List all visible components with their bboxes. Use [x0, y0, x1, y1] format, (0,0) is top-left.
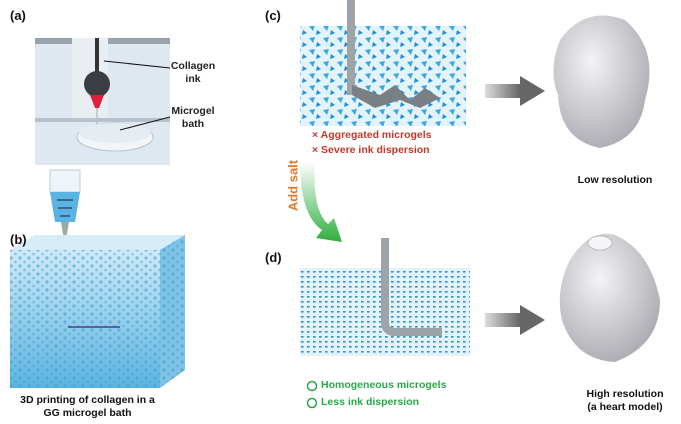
arrow-d	[485, 313, 520, 327]
benefit-less-dispersion: Less ink dispersion	[321, 396, 420, 408]
syringe	[49, 169, 81, 240]
caption-line: 3D printing of collagen in a	[20, 394, 155, 406]
caption-line: (a heart model)	[587, 401, 663, 413]
arrow-c	[485, 84, 520, 98]
callout-collagen-ink: Collagen ink	[170, 60, 216, 85]
panel-c-bath	[300, 0, 466, 126]
microgel-bath-box	[10, 235, 185, 388]
printer-photo	[35, 38, 171, 165]
caption-line: High resolution	[586, 388, 664, 400]
issue-aggregated: × Aggregated microgels	[312, 129, 432, 141]
caption-line: GG microgel bath	[43, 407, 132, 419]
low-resolution-label: Low resolution	[577, 174, 653, 186]
add-salt-arrow	[300, 162, 342, 242]
heart-model	[559, 233, 660, 362]
benefit-homogeneous: Homogeneous microgels	[321, 379, 447, 391]
circle-icon	[306, 397, 318, 409]
panel-c-label: (c)	[265, 8, 281, 23]
panel-d-label: (d)	[265, 250, 282, 265]
add-salt-label: Add salt	[285, 159, 301, 212]
high-resolution-label: High resolution(a heart model)	[570, 388, 680, 414]
callout-microgel-bath: Microgel bath	[171, 105, 215, 130]
circle-icon	[306, 380, 318, 392]
panel-d-bath	[300, 238, 470, 356]
panel-a-label: (a)	[10, 8, 26, 23]
low-res-model	[553, 15, 650, 148]
issue-dispersion: × Severe ink dispersion	[312, 144, 430, 156]
panel-b-label: (b)	[10, 232, 27, 247]
